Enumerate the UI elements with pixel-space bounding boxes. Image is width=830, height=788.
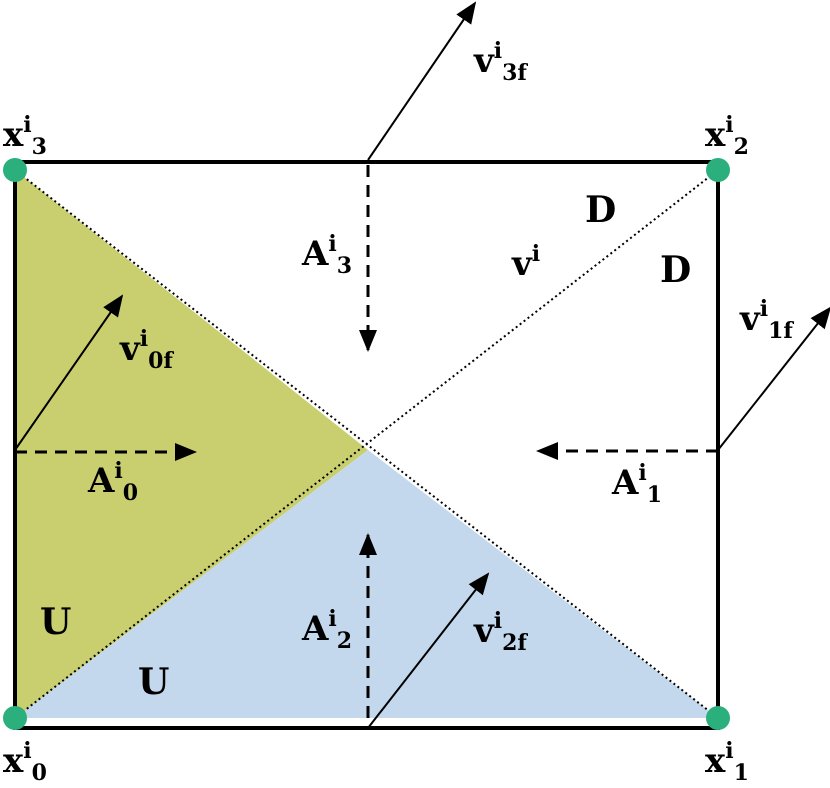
label-A1: Ai1 [611,460,662,508]
label-U-bottom: U [138,661,169,703]
label-A2: Ai2 [301,606,352,654]
label-U-left: U [40,601,71,643]
label-D-right: D [660,249,691,291]
label-D-top: D [585,189,616,231]
label-A3: Ai3 [301,231,352,279]
label-v3f: vi3f [473,38,528,86]
node-x3 [3,158,27,182]
node-x1 [706,706,730,730]
node-x0 [3,706,27,730]
label-v0f: vi0f [119,326,174,374]
label-v1f: vi1f [739,296,794,344]
node-x2 [706,158,730,182]
v2f-vector [367,572,490,729]
cell-boundary [13,160,720,730]
bottom-triangle-region [15,450,718,718]
label-x0: xi0 [3,738,47,786]
label-v2f: vi2f [473,608,528,656]
v0f-vector [14,294,124,451]
label-x2: xi2 [705,112,749,160]
v3f-vector [367,1,477,161]
diagonal-bottom-left-to-top-right [14,169,719,719]
label-x3: xi3 [3,112,47,160]
label-vi: vi [511,241,540,284]
v1f-vector [717,306,830,451]
label-x1: xi1 [705,738,749,786]
label-A0: Ai0 [87,458,138,506]
